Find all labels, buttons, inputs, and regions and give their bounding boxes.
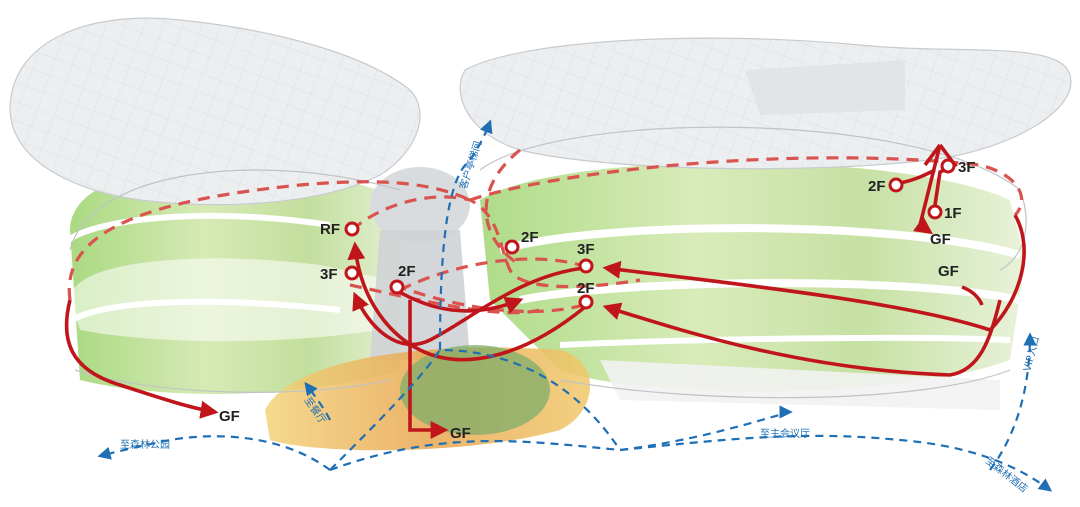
node-2f-right (888, 177, 904, 193)
route-dashed-center (350, 195, 641, 289)
left-building (57, 164, 410, 394)
label-2f-center: 2F (577, 280, 595, 297)
route-blue-vip (989, 332, 1037, 471)
solid-red-routes (64, 143, 1026, 439)
route-2f-to-gf (408, 300, 449, 439)
dest-vip-entrance: VIP入口 (1022, 335, 1042, 372)
label-2f-mid: 2F (521, 229, 539, 246)
node-rf (344, 221, 360, 237)
route-stair-top (923, 143, 942, 167)
node-2f-left (389, 279, 405, 295)
dest-guest-elevator: 客户亭梯间 (456, 139, 484, 191)
route-gf-right-link (961, 285, 984, 306)
node-3f-left (344, 265, 360, 281)
label-2f-right: 2F (868, 178, 886, 195)
label-3f-left: 3F (320, 266, 338, 283)
route-dashed-2f-to-3f (399, 257, 591, 292)
route-right-to-3f (602, 214, 1026, 333)
route-dashed-right-loop (469, 156, 1024, 217)
label-3f-right: 3F (958, 159, 976, 176)
route-blue-up (438, 119, 493, 351)
route-dashed-2f-to-2f (394, 283, 591, 314)
route-dashed-left-loop (67, 180, 471, 301)
label-rf: RF (320, 221, 340, 238)
central-core (265, 167, 590, 451)
dest-forest-park: 至森林公园 (120, 438, 170, 451)
node-2f-center (578, 294, 594, 310)
route-blue-main (329, 410, 791, 472)
label-gf-right: GF (938, 263, 959, 280)
dest-forest-hotel: 至森林酒店 (983, 454, 1030, 495)
node-2f-mid (504, 239, 520, 255)
node-3f-center (578, 258, 594, 274)
route-stair-2f (899, 168, 936, 185)
route-blue-dining (304, 381, 331, 421)
label-gf-right-top: GF (930, 231, 951, 248)
floor-labels: RF 3F 2F 2F 3F 2F GF GF 2F 3F 1F GF GF (219, 159, 976, 442)
route-blue-plaza (329, 348, 621, 471)
route-right-to-2f (602, 299, 1002, 377)
route-left-to-gf (64, 299, 219, 419)
route-2f-to-center (395, 288, 524, 314)
roof-canopies (9, 17, 1072, 206)
route-blue-forest-park (97, 435, 331, 471)
route-3f-to-3f (352, 266, 586, 347)
route-dashed-3f-link (349, 283, 541, 315)
label-gf-left: GF (219, 408, 240, 425)
label-3f-center: 3F (577, 241, 595, 258)
dest-main-hall: 至主会议厅 (760, 427, 810, 440)
floor-nodes (344, 158, 956, 310)
label-2f-left: 2F (398, 263, 416, 280)
blue-routes (97, 119, 1053, 492)
label-1f-right: 1F (944, 205, 962, 222)
route-2f-to-rf (347, 241, 587, 362)
route-dashed-vertical (484, 148, 522, 267)
dashed-red-routes (67, 148, 1024, 315)
label-gf-bottom: GF (450, 425, 471, 442)
node-3f-right (940, 158, 956, 174)
node-1f-right (927, 204, 943, 220)
right-building (480, 162, 1025, 410)
